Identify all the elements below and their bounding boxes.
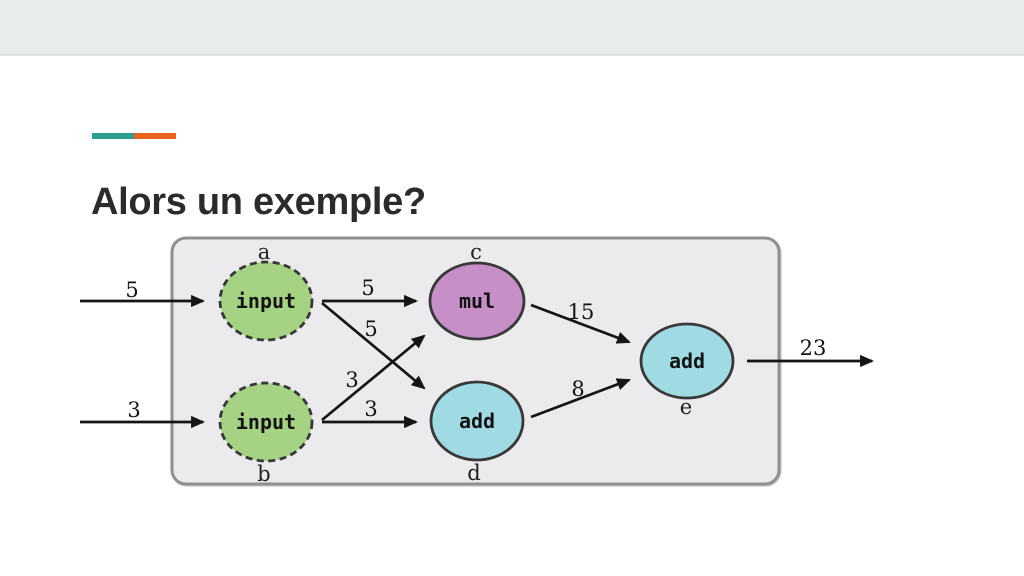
edge-label-b-to-d: 3 [364,397,377,421]
edge-label-e-to-output-right: 23 [800,336,827,360]
node-letter-b: b [257,462,270,486]
node-letter-e: e [680,395,692,419]
top-bar [0,0,1024,56]
edge-label-d-to-e: 8 [571,377,584,401]
node-letter-c: c [470,240,482,264]
node-op-label-c: mul [459,289,495,313]
edge-label-a-to-d: 5 [364,317,377,341]
page-title: Alors un exemple? [91,181,426,224]
node-op-label-a: input [236,289,296,313]
node-op-label-e: add [669,349,705,373]
node-e [639,322,735,400]
node-letter-a: a [258,240,271,264]
edge-d-to-e [530,378,631,419]
node-c [428,261,526,341]
node-b [218,381,314,463]
edge-label-input-left-1-to-a: 5 [125,278,138,302]
edge-c-to-e [530,303,631,344]
node-letter-d: d [467,461,480,485]
node-d [429,380,525,462]
node-a [218,260,314,342]
title-accent-bar [92,133,176,139]
edge-label-a-to-c: 5 [361,276,374,300]
accent-teal-segment [92,133,134,139]
node-op-label-d: add [459,409,495,433]
edge-label-c-to-e: 15 [568,300,595,324]
edge-label-b-to-c: 3 [345,368,358,392]
edge-a-to-d [321,301,426,390]
node-op-label-b: input [236,410,296,434]
accent-orange-segment [134,133,176,139]
edge-label-input-left-2-to-b: 3 [127,398,140,422]
edge-b-to-c [321,334,426,422]
